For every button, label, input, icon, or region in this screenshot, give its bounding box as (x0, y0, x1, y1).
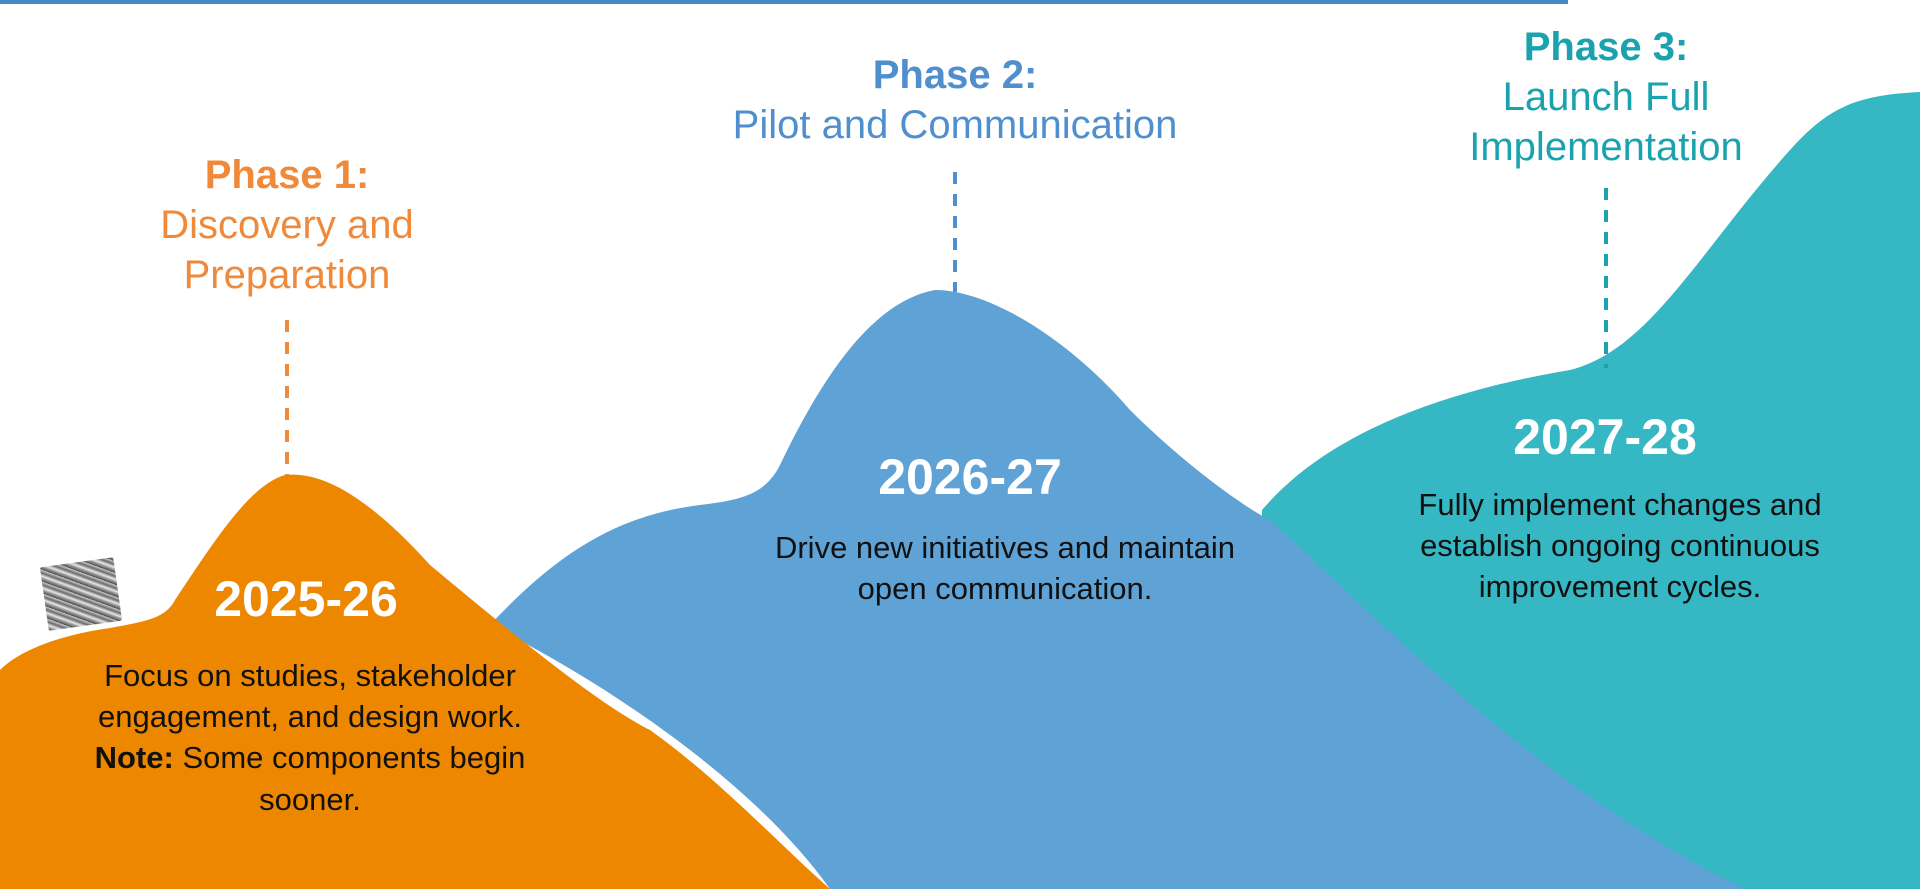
phase1-desc-line2: engagement, and design work. (98, 699, 522, 735)
phase1-name-line2: Preparation (183, 253, 391, 297)
phase1-desc-line1: Focus on studies, stakeholder (104, 658, 516, 693)
phase3-title: Phase 3: (1523, 25, 1689, 69)
phase3-description: Fully implement changes and establish on… (1330, 484, 1910, 608)
phase2-title: Phase 2: (872, 53, 1038, 97)
phase1-name-line1: Discovery and (160, 203, 414, 247)
phase2-desc-line1: Drive new initiatives and maintain (774, 530, 1236, 565)
phase1-year: 2025-26 (214, 571, 398, 627)
phase3-name-line2: Implementation (1469, 125, 1743, 169)
hill-phase2 (490, 290, 1745, 889)
phase1-title: Phase 1: (204, 153, 370, 197)
phase2-year: 2026-27 (878, 449, 1062, 505)
hill-phase1 (0, 474, 830, 889)
phase1-note: Note: Some components begin (20, 737, 600, 778)
phase1-note-tail: sooner. (259, 781, 361, 817)
phase3-desc-line2: establish ongoing continuous (1420, 528, 1820, 564)
phase1-label: Phase 1: Discovery and Preparation (87, 150, 487, 300)
phase2-label: Phase 2: Pilot and Communication (655, 50, 1255, 150)
phase3-label: Phase 3: Launch Full Implementation (1406, 22, 1806, 172)
phase3-desc-line1: Fully implement changes and (1418, 487, 1822, 522)
phase2-description: Drive new initiatives and maintain open … (705, 527, 1305, 609)
phase3-year: 2027-28 (1513, 409, 1697, 465)
top-rule (0, 0, 1568, 4)
phase3-name-line1: Launch Full (1502, 75, 1710, 119)
phase1-note-label: Note: (94, 740, 174, 776)
phase3-desc-line3: improvement cycles. (1478, 569, 1762, 605)
phase2-desc-line2: open communication. (857, 571, 1153, 607)
phase2-name-line1: Pilot and Communication (732, 103, 1178, 147)
grey-texture-thumbnail (39, 557, 123, 631)
phase1-description: Focus on studies, stakeholder engagement… (20, 655, 600, 820)
phase1-note-text: Some components begin (173, 740, 526, 776)
